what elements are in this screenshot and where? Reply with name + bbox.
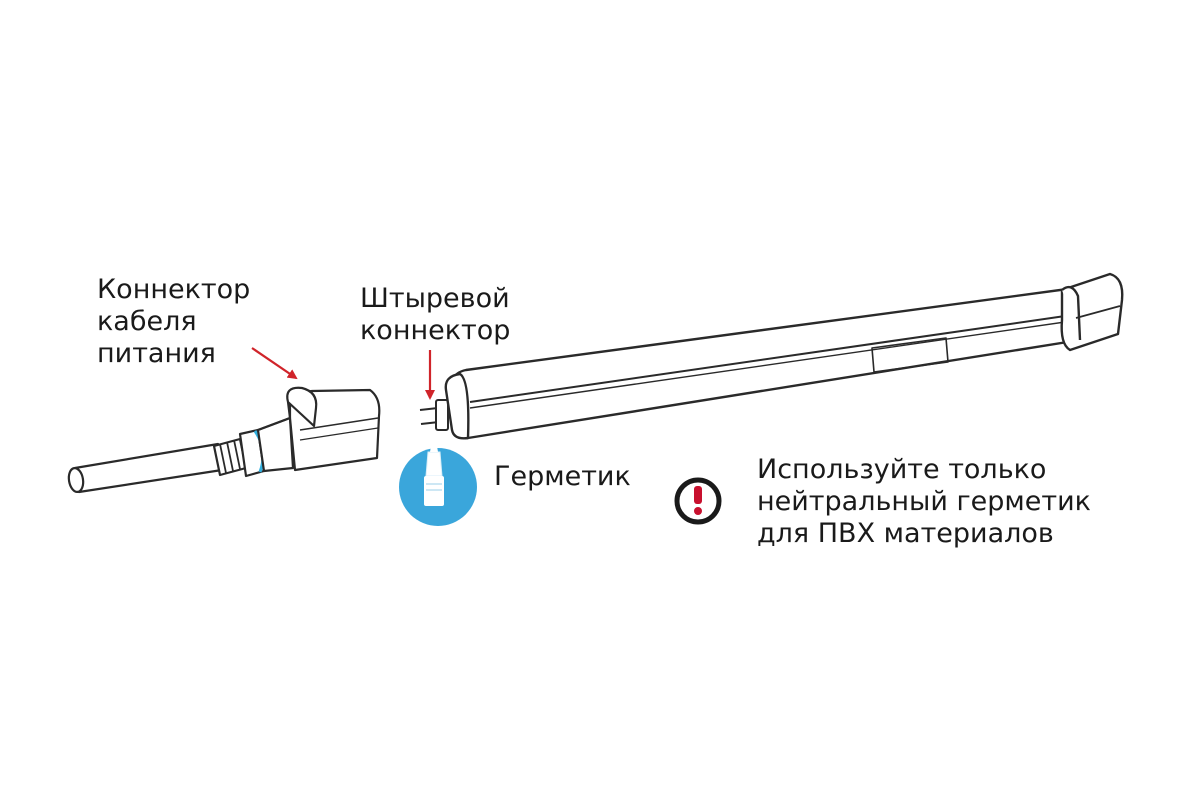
pin-connector-label: Штыревой коннектор	[360, 283, 511, 346]
sealant-tube-icon	[399, 440, 477, 526]
power-connector-label: Коннектор кабеля питания	[97, 274, 251, 369]
neon-strip	[444, 286, 1082, 440]
power-cable	[67, 442, 224, 494]
end-cap	[1060, 272, 1124, 352]
warning-exclamation-icon	[674, 477, 722, 525]
red-arrow-icon	[251, 347, 435, 400]
sealant-note: Используйте только нейтральный герметик …	[757, 454, 1091, 549]
arrow-to-power-connector	[251, 347, 298, 380]
pin-connector	[419, 399, 449, 431]
sealant-label: Герметик	[494, 461, 631, 492]
power-connector	[212, 386, 381, 478]
